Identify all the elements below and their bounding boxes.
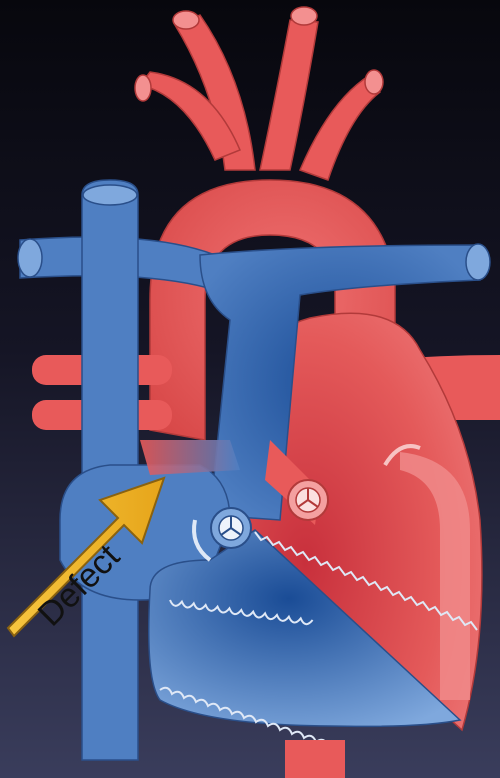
septal-defect-region	[140, 440, 240, 475]
aortic-branches	[135, 7, 383, 180]
descending-aorta	[285, 740, 345, 778]
pulmonary-valve	[211, 508, 251, 548]
